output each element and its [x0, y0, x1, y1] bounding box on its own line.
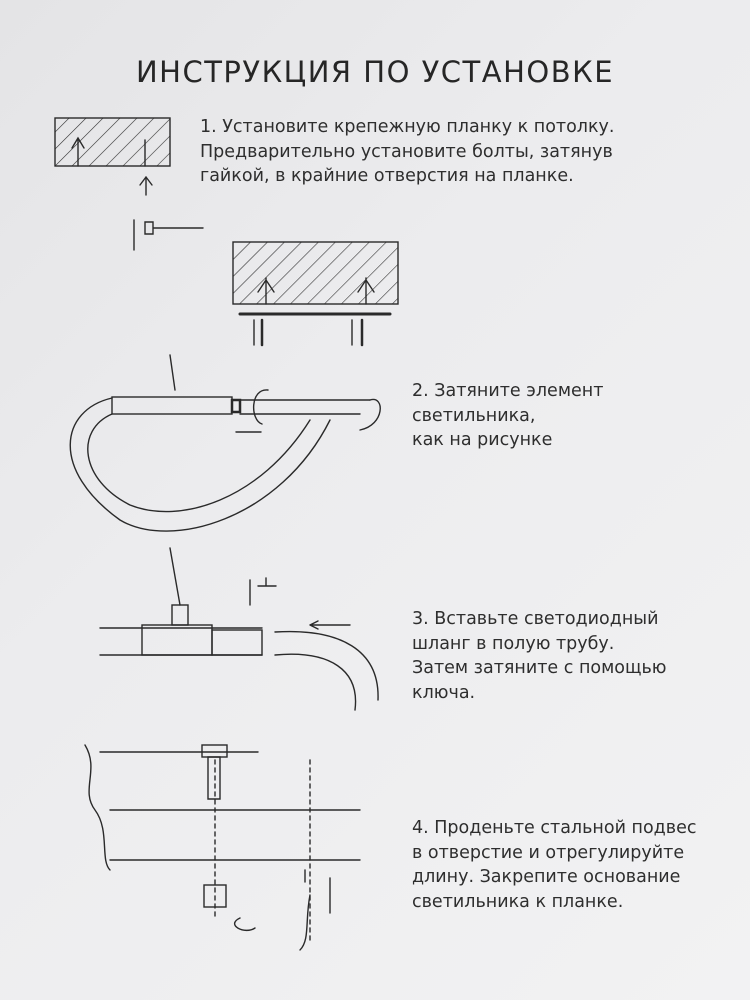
step-line: в отверстие и отрегулируйте — [412, 842, 685, 863]
step-line: Предварительно установите болты, затянув — [200, 141, 613, 162]
step-line: 4. Проденьте стальной подвес — [412, 818, 697, 838]
page-title: ИНСТРУКЦИЯ ПО УСТАНОВКЕ — [135, 55, 615, 90]
step-line: ключа. — [412, 682, 476, 703]
step-2-text: 2. Затяните элемент светильника, как на … — [412, 379, 603, 453]
step-line: шланг в полую трубу. — [412, 633, 615, 654]
step-4-text: 4. Проденьте стальной подвес в отверстие… — [412, 816, 696, 914]
tube-connection-illustration — [69, 354, 381, 532]
step-line: длину. Закрепите основание — [412, 867, 681, 887]
ceiling-mount-illustration-large — [232, 241, 399, 347]
step-line: 2. Затяните элемент — [412, 381, 604, 401]
step-line: как на рисунке — [412, 430, 553, 450]
step-line: 3. Вставьте светодиодный — [412, 609, 659, 629]
steel-suspension-illustration — [84, 744, 361, 951]
step-line: светильника к планке. — [412, 891, 624, 912]
step-line: Затем затяните с помощью — [412, 658, 667, 678]
step-3-text: 3. Вставьте светодиодный шланг в полую т… — [412, 607, 667, 705]
step-line: гайкой, в крайние отверстия на планке. — [200, 166, 574, 186]
step-1-text: 1. Установите крепежную планку к потолку… — [200, 115, 614, 189]
led-hose-insertion-illustration — [99, 547, 379, 711]
step-line: светильника, — [412, 405, 536, 426]
ceiling-mount-illustration-small — [54, 117, 204, 251]
step-line: 1. Установите крепежную планку к потолку… — [200, 117, 615, 137]
